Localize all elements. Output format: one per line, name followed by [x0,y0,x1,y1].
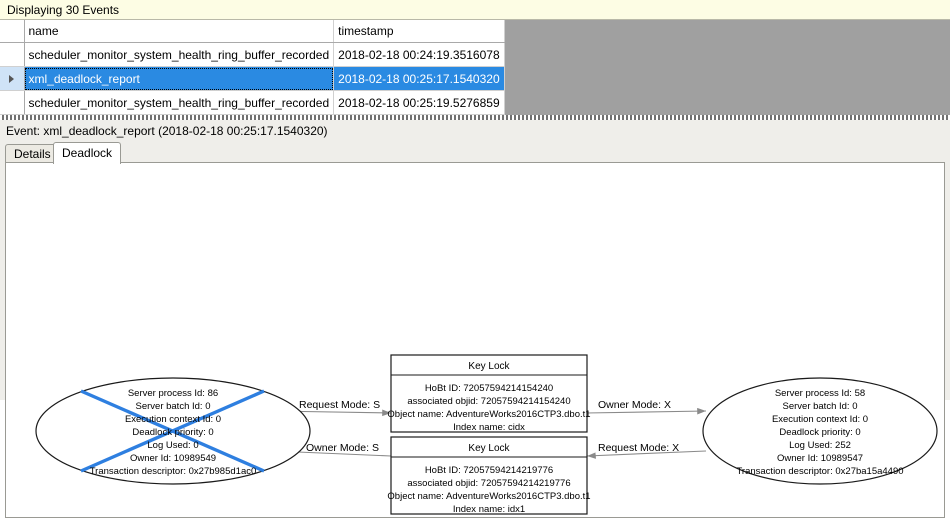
displaying-events-label: Displaying 30 Events [7,2,120,17]
key-lock-2-title: Key Lock [468,443,510,454]
survivor-line-0: Server process Id: 58 [775,388,865,399]
cell-name[interactable]: scheduler_monitor_system_health_ring_buf… [24,90,335,115]
key-lock-1-title: Key Lock [468,361,510,372]
key-lock-2-line-2: Object name: AdventureWorks2016CTP3.dbo.… [387,491,590,502]
event-detail-pane: Event: xml_deadlock_report (2018-02-18 0… [0,120,950,518]
tab-details[interactable]: Details [5,144,60,163]
table-row-selected[interactable]: xml_deadlock_report 2018-02-18 00:25:17.… [0,66,505,91]
survivor-line-6: Transaction descriptor: 0x27ba15a4490 [736,466,903,477]
survivor-line-4: Log Used: 252 [789,440,851,451]
current-row-caret-icon [9,75,15,84]
victim-line-2: Execution context Id: 0 [125,414,221,425]
cell-name[interactable]: scheduler_monitor_system_health_ring_buf… [24,42,335,67]
edge-label-owner-mode-s: Owner Mode: S [306,442,379,454]
row-selector-cell[interactable] [0,66,25,91]
resource-node-key-lock-2[interactable]: Key Lock HoBt ID: 72057594214219776 asso… [387,436,591,515]
events-grid[interactable]: name timestamp scheduler_monitor_system_… [0,20,505,115]
deadlock-graph: Request Mode: S Owner Mode: X Owner Mode… [35,354,938,515]
victim-line-6: Transaction descriptor: 0x27b985d1ac0 [90,466,257,477]
process-node-survivor[interactable]: Server process Id: 58 Server batch Id: 0… [702,377,938,485]
edge-survivor-requests-lock2: Request Mode: X [586,442,707,459]
column-header-name[interactable]: name [24,20,335,43]
victim-line-0: Server process Id: 86 [128,388,218,399]
row-selector-header[interactable] [0,20,25,43]
key-lock-2-line-0: HoBt ID: 72057594214219776 [425,465,553,476]
row-selector-cell[interactable] [0,90,25,115]
event-title-label: Event: xml_deadlock_report (2018-02-18 0… [6,124,328,138]
survivor-line-5: Owner Id: 10989547 [777,453,863,464]
column-header-timestamp[interactable]: timestamp [333,20,505,43]
cell-timestamp[interactable]: 2018-02-18 00:25:17.1540320 [333,66,505,91]
key-lock-1-line-2: Object name: AdventureWorks2016CTP3.dbo.… [387,409,590,420]
tab-deadlock[interactable]: Deadlock [53,142,122,164]
row-selector-cell[interactable] [0,42,25,67]
edge-lock1-owner-survivor: Owner Mode: X [585,399,707,415]
horizontal-splitter[interactable] [0,115,950,120]
table-row[interactable]: scheduler_monitor_system_health_ring_buf… [0,90,505,115]
survivor-line-3: Deadlock priority: 0 [779,427,860,438]
victim-line-3: Deadlock priority: 0 [132,427,213,438]
key-lock-2-line-3: Index name: idx1 [453,504,525,515]
key-lock-1-line-3: Index name: cidx [453,422,525,433]
status-bar: Displaying 30 Events [0,0,950,20]
edge-label-request-mode-s: Request Mode: S [299,399,380,411]
table-row[interactable]: scheduler_monitor_system_health_ring_buf… [0,42,505,67]
events-grid-header: name timestamp [0,20,505,43]
events-grid-body[interactable]: scheduler_monitor_system_health_ring_buf… [0,42,505,115]
edge-label-owner-mode-x: Owner Mode: X [598,399,671,411]
victim-line-4: Log Used: 0 [147,440,198,451]
key-lock-1-line-1: associated objid: 72057594214154240 [407,396,570,407]
cell-name[interactable]: xml_deadlock_report [24,66,335,91]
survivor-line-2: Execution context Id: 0 [772,414,868,425]
process-node-victim[interactable]: Server process Id: 86 Server batch Id: 0… [35,377,311,485]
edge-label-request-mode-x: Request Mode: X [598,442,679,454]
events-grid-panel[interactable]: name timestamp scheduler_monitor_system_… [0,20,950,115]
victim-line-1: Server batch Id: 0 [136,401,211,412]
survivor-line-1: Server batch Id: 0 [783,401,858,412]
victim-line-5: Owner Id: 10989549 [130,453,216,464]
header-row: name timestamp [0,20,505,43]
key-lock-2-line-1: associated objid: 72057594214219776 [407,478,570,489]
resource-node-key-lock-1[interactable]: Key Lock HoBt ID: 72057594214154240 asso… [387,354,591,433]
cell-timestamp[interactable]: 2018-02-18 00:24:19.3516078 [333,42,505,67]
deadlock-graph-canvas[interactable]: Request Mode: S Owner Mode: X Owner Mode… [5,162,945,518]
cell-timestamp[interactable]: 2018-02-18 00:25:19.5276859 [333,90,505,115]
key-lock-1-line-0: HoBt ID: 72057594214154240 [425,383,553,394]
